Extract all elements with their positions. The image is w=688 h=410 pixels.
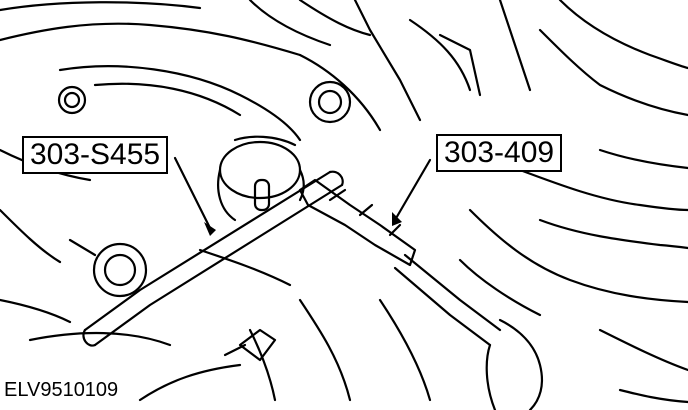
socket-tool-303-409 [298, 178, 544, 410]
bolt-top-center [308, 80, 352, 124]
hose-clip [223, 328, 277, 362]
leader-line-right [393, 158, 432, 222]
cylinder-component [217, 135, 305, 222]
arrowhead-right [392, 212, 402, 226]
bolt-top-left [57, 85, 87, 115]
figure-id-label: ELV9510109 [4, 379, 119, 401]
arrowhead-left [204, 222, 216, 236]
bolt-bottom-left [68, 238, 148, 298]
callout-tool-303-S455: 303-S455 [22, 136, 169, 174]
lever-tool-303-S455 [82, 170, 344, 347]
leader-line-left [173, 156, 212, 230]
callout-tool-303-409: 303-409 [436, 134, 563, 172]
